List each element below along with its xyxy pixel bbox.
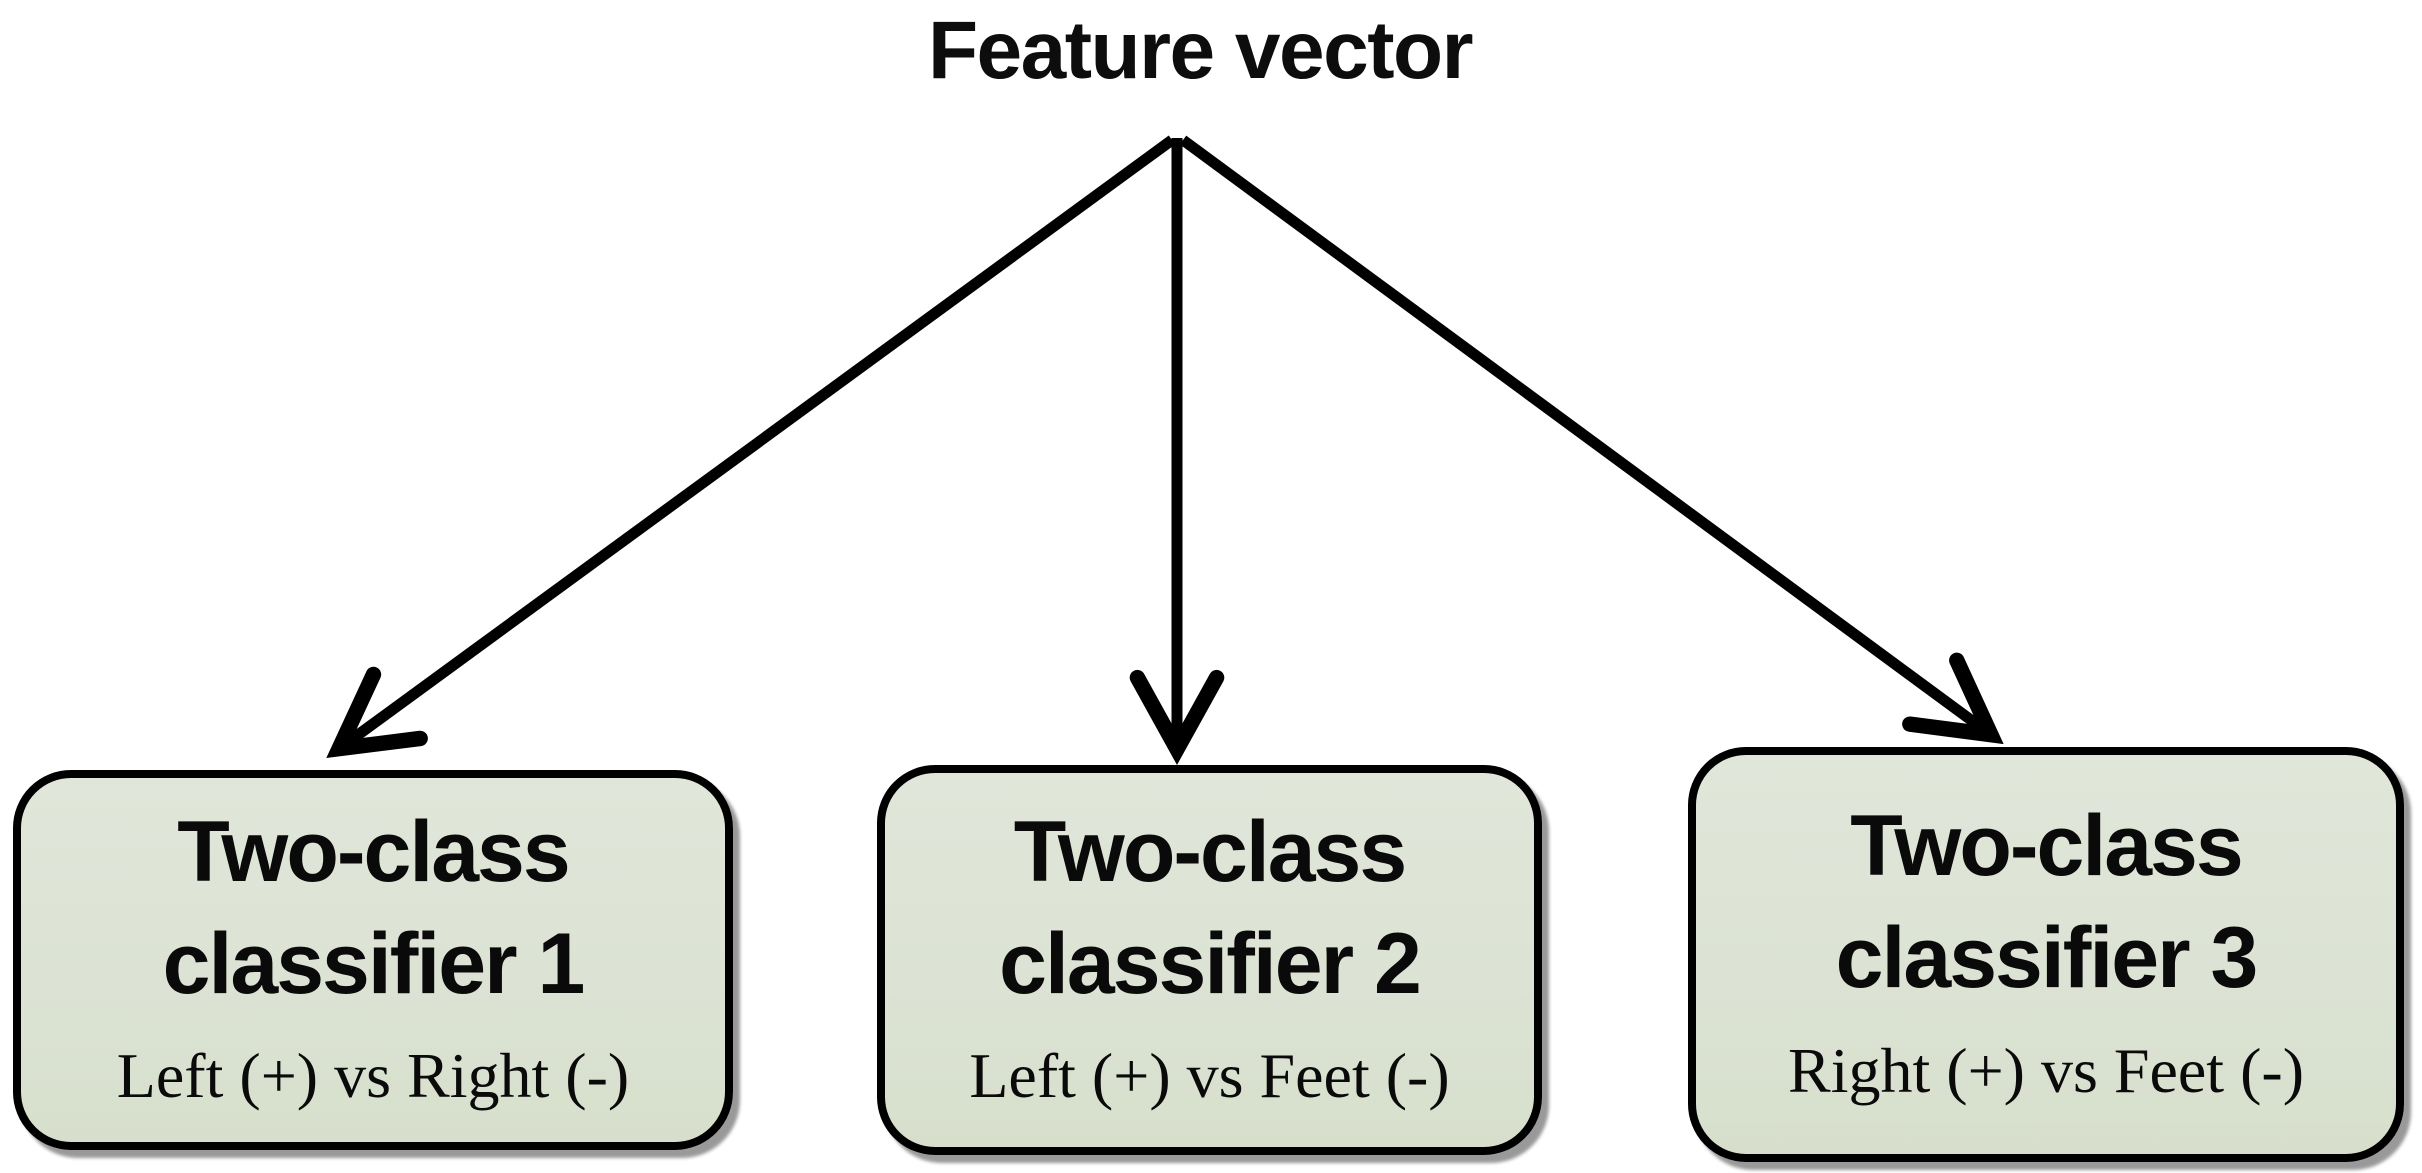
classifier-3-title-line1: Two-class	[1850, 798, 2243, 895]
classifier-1-title: Two-class classifier 1	[162, 797, 586, 1021]
classifier-3-title: Two-class classifier 3	[1835, 791, 2259, 1015]
classifier-3-title-line2: classifier 3	[1835, 910, 2259, 1007]
classifier-box-1: Two-class classifier 1 Left (+) vs Right…	[13, 770, 733, 1150]
classifier-2-title-line1: Two-class	[1013, 803, 1407, 900]
classifier-1-subtitle: Left (+) vs Right (-)	[116, 1040, 630, 1112]
classifier-3-subtitle: Right (+) vs Feet (-)	[1788, 1034, 2304, 1106]
classifier-2-subtitle: Left (+) vs Feet (-)	[969, 1040, 1450, 1112]
classifier-2-title-line2: classifier 2	[999, 915, 1422, 1012]
classifier-2-title: Two-class classifier 2	[999, 797, 1422, 1021]
classifier-box-2: Two-class classifier 2 Left (+) vs Feet …	[877, 765, 1542, 1155]
connector-arrow-right	[1179, 135, 2004, 745]
classifier-box-3: Two-class classifier 3 Right (+) vs Feet…	[1688, 747, 2404, 1162]
diagram-title: Feature vector	[927, 5, 1474, 96]
connector-arrow-left	[326, 135, 1176, 759]
classifier-1-title-line2: classifier 1	[162, 915, 586, 1012]
classifier-1-title-line1: Two-class	[177, 803, 570, 900]
